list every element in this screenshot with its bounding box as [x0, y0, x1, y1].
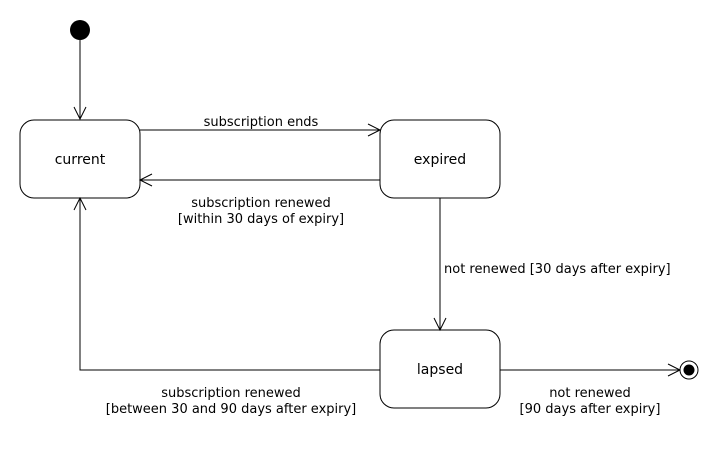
arrowhead-current-to-expired	[367, 123, 382, 137]
label-expired-to-current-line1: subscription renewed	[191, 196, 331, 211]
label-expired-to-current-line2: [within 30 days of expiry]	[178, 212, 344, 227]
label-lapsed-to-final-line2: [90 days after expiry]	[520, 402, 661, 417]
label-current-to-expired: subscription ends	[204, 115, 319, 130]
state-expired-label: expired	[414, 152, 466, 168]
label-lapsed-to-final-line1: not renewed	[549, 386, 631, 401]
state-current-label: current	[55, 152, 106, 168]
edge-lapsed-to-current	[79, 198, 380, 371]
state-expired[interactable]: expired	[379, 119, 501, 199]
label-expired-to-lapsed: not renewed [30 days after expiry]	[444, 262, 671, 277]
initial-state	[70, 20, 90, 40]
state-lapsed-label: lapsed	[417, 362, 463, 378]
state-lapsed[interactable]: lapsed	[379, 329, 501, 409]
arrowhead-expired-to-lapsed	[433, 317, 447, 332]
final-state	[679, 360, 699, 380]
label-lapsed-to-current-line2: [between 30 and 90 days after expiry]	[106, 402, 357, 417]
arrowhead-expired-to-current	[138, 173, 153, 187]
state-current[interactable]: current	[19, 119, 141, 199]
arrowhead-initial-to-current	[73, 106, 87, 121]
arrowhead-lapsed-to-current	[73, 196, 87, 211]
label-lapsed-to-current-line1: subscription renewed	[161, 386, 301, 401]
